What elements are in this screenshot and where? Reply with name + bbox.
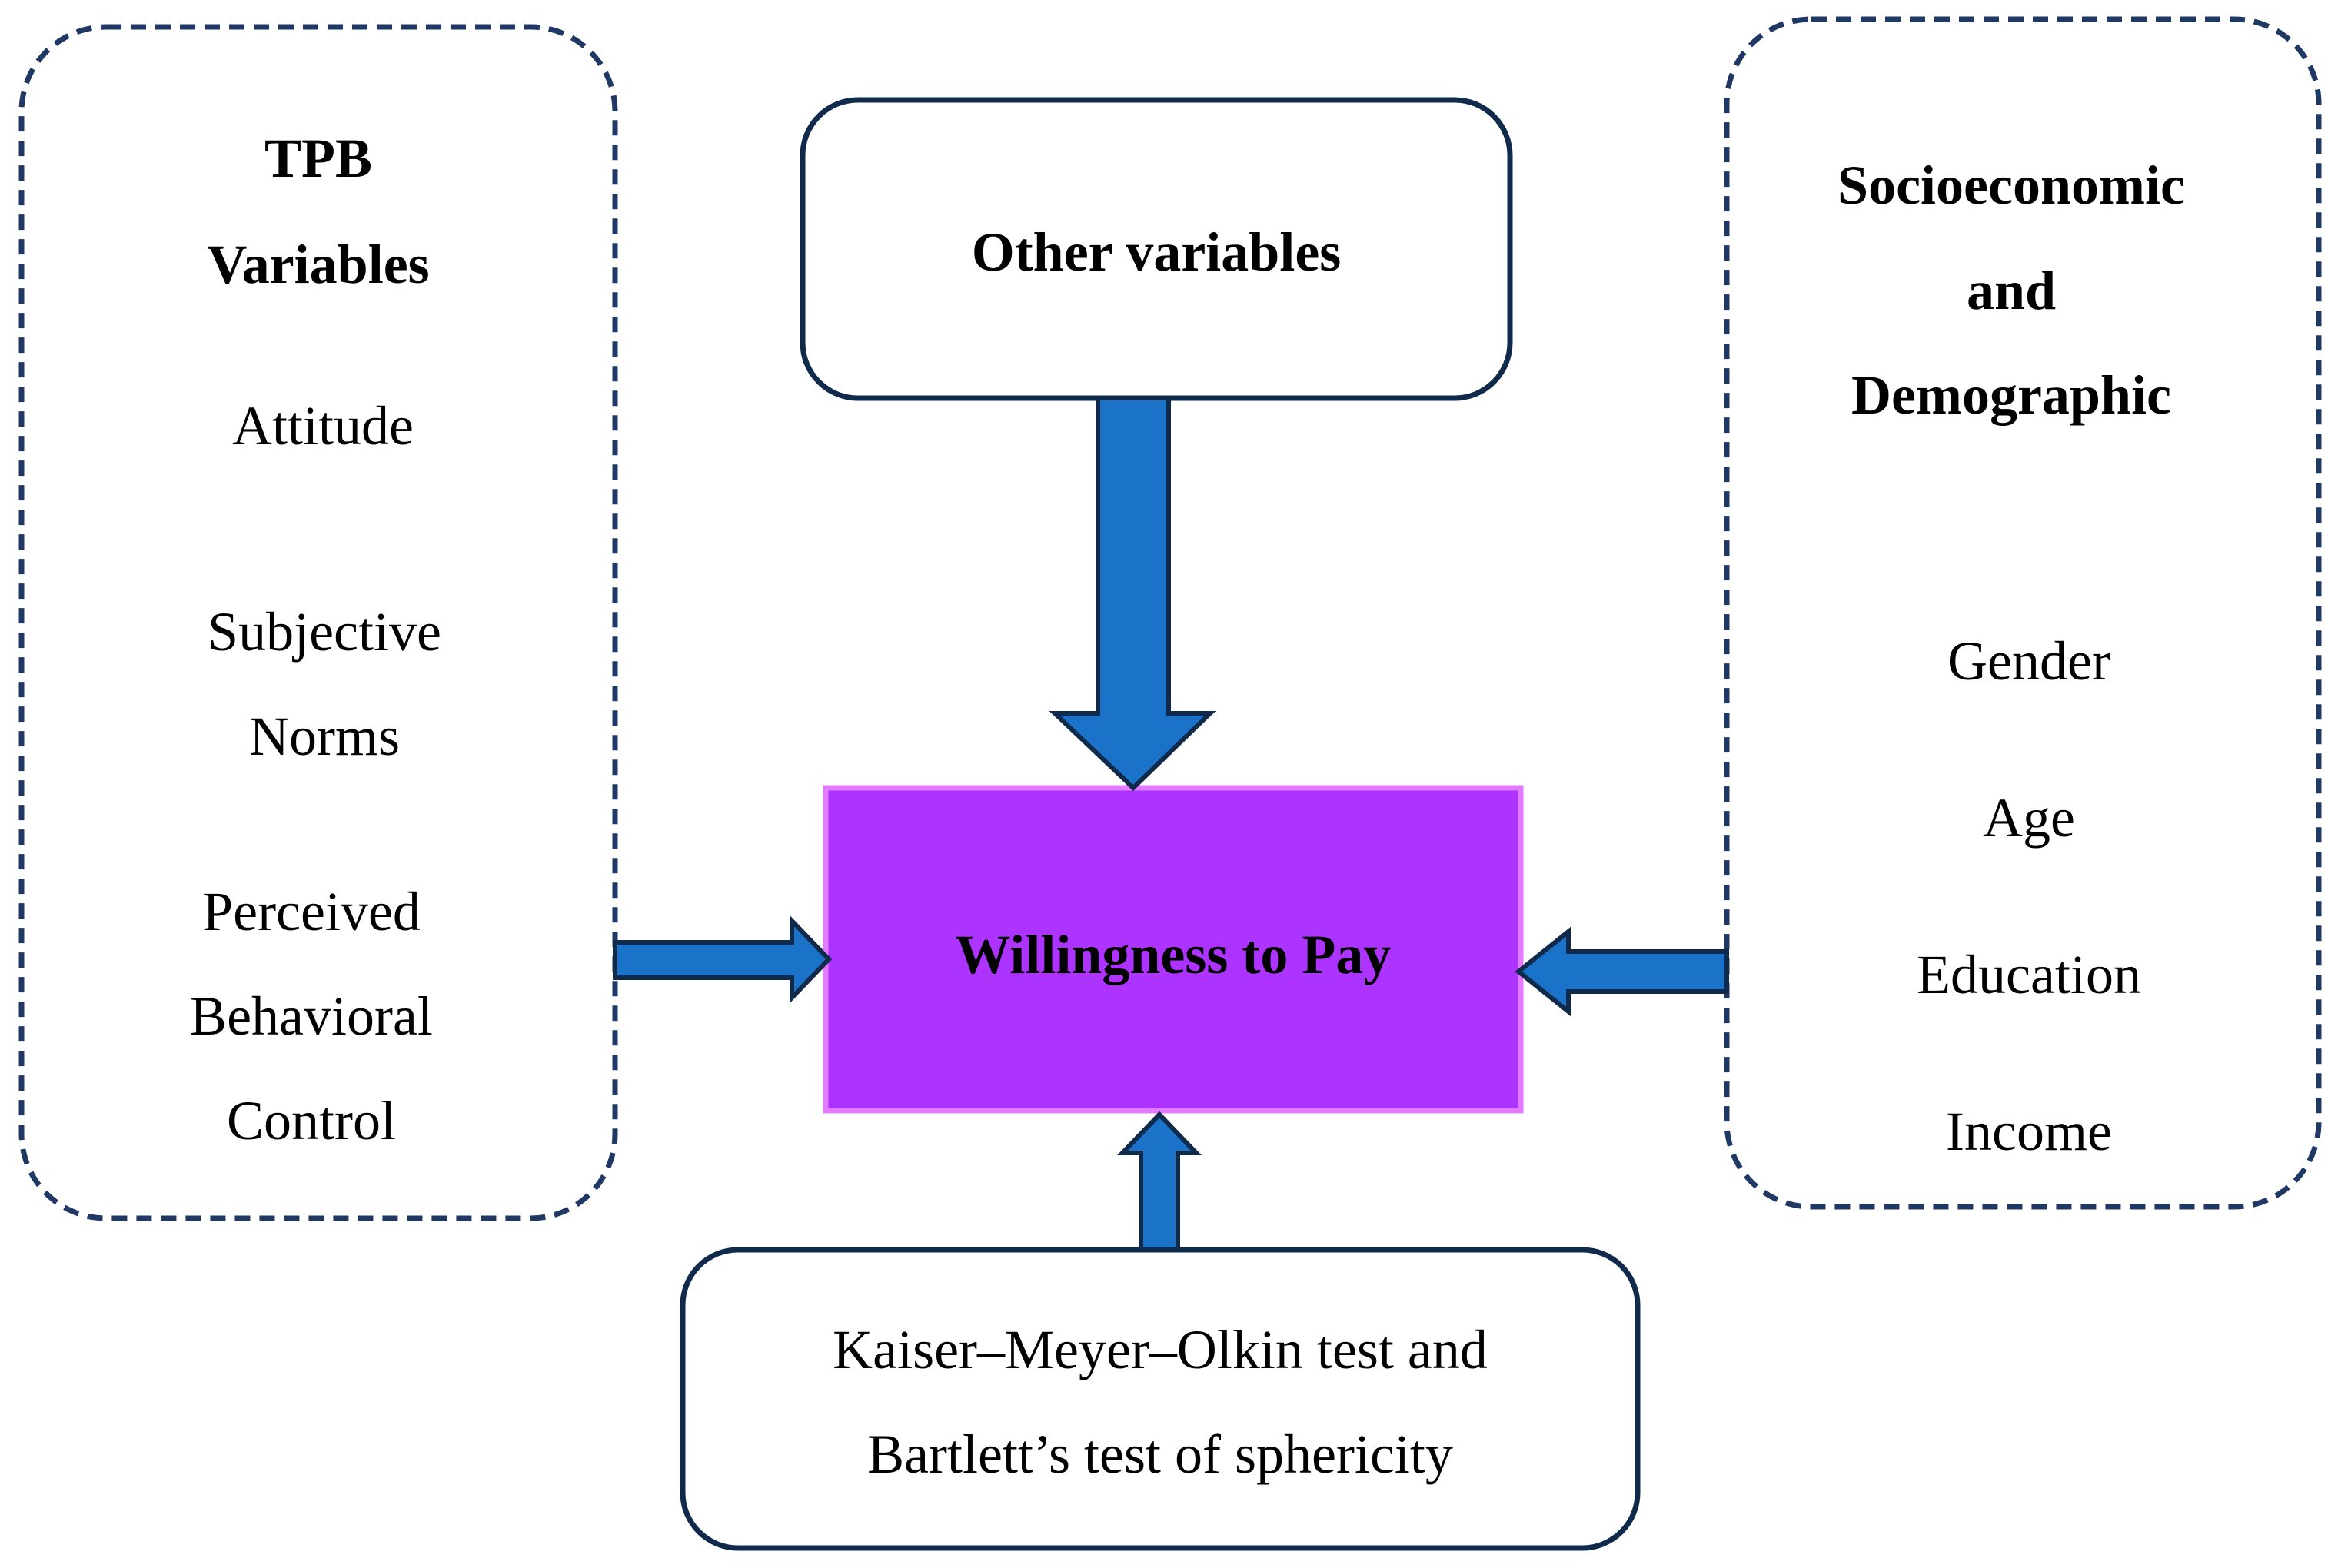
tests-line2: Bartlett’s test of sphericity bbox=[867, 1423, 1453, 1485]
willingness-label: Willingness to Pay bbox=[955, 924, 1392, 985]
tpb-item-perceived: Perceived bbox=[202, 881, 421, 942]
willingness-box bbox=[823, 785, 1524, 1114]
socio-item-gender: Gender bbox=[1947, 630, 2110, 692]
tpb-group-box bbox=[18, 24, 618, 1221]
tpb-item-behavioral: Behavioral bbox=[190, 985, 433, 1047]
tpb-item-norms: Norms bbox=[249, 706, 400, 767]
tests-line1: Kaiser–Meyer–Olkin test and bbox=[833, 1319, 1488, 1380]
right-arrow bbox=[613, 915, 833, 1004]
socio-title-line2: and bbox=[1966, 260, 2057, 321]
socio-title-line3: Demographic bbox=[1851, 364, 2171, 426]
socio-item-education: Education bbox=[1917, 944, 2141, 1005]
tpb-item-control: Control bbox=[226, 1090, 396, 1151]
tpb-title-line1: TPB bbox=[264, 128, 373, 189]
up-arrow bbox=[1116, 1111, 1202, 1252]
socio-item-income: Income bbox=[1946, 1101, 2112, 1162]
socio-title-line1: Socioeconomic bbox=[1837, 154, 2185, 216]
tpb-item-attitude: Attitude bbox=[232, 395, 414, 457]
socio-group-box bbox=[1724, 16, 2322, 1210]
left-arrow bbox=[1515, 926, 1729, 1017]
socio-item-age: Age bbox=[1983, 787, 2075, 849]
down-arrow bbox=[1049, 396, 1216, 792]
tpb-title-line2: Variables bbox=[207, 234, 430, 295]
other-variables-label: Other variables bbox=[971, 221, 1342, 283]
tpb-item-subjective: Subjective bbox=[208, 601, 441, 663]
tests-box bbox=[680, 1247, 1641, 1551]
